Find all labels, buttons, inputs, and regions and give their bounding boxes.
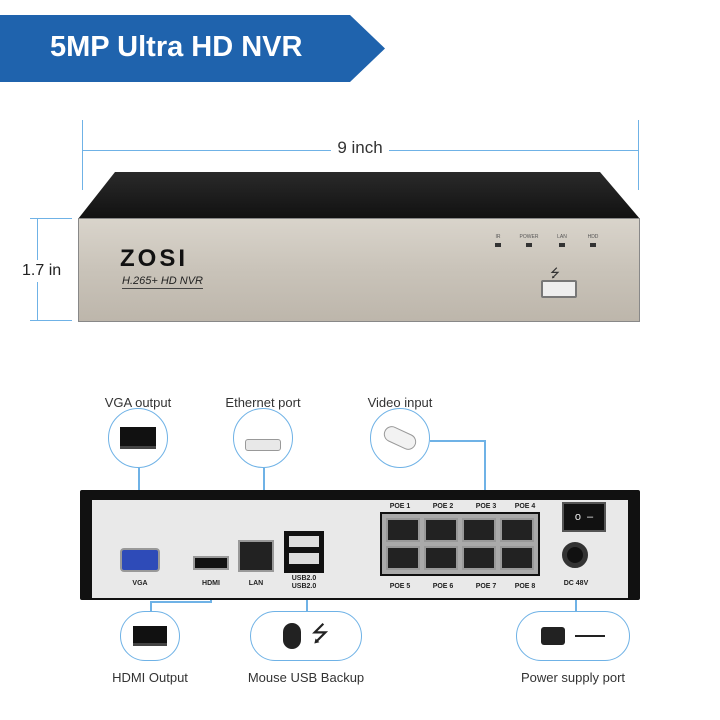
nvr-top-cover: [78, 172, 640, 219]
title-banner: 5MP Ultra HD NVR: [0, 15, 385, 82]
hdmi-label: HDMI: [202, 580, 220, 587]
dimension-tick: [30, 320, 72, 321]
dimension-tick: [30, 218, 72, 219]
lan-label: LAN: [248, 580, 264, 587]
led-power: POWER: [516, 234, 542, 247]
banner-title: 5MP Ultra HD NVR: [50, 31, 303, 63]
power-supply-port-label: Power supply port: [520, 670, 626, 685]
router-icon: [233, 408, 293, 468]
poe-label: POE 2: [432, 503, 454, 510]
vga-label: VGA: [132, 580, 148, 587]
connector-line: [484, 440, 486, 520]
back-panel-plate: [92, 500, 628, 598]
poe-label: POE 5: [389, 583, 411, 590]
model-label: H.265+ HD NVR: [122, 275, 204, 289]
power-adapter-icon: [516, 611, 630, 661]
dc-power-jack: [562, 542, 588, 568]
poe-label: POE 6: [432, 583, 454, 590]
vga-output-label: VGA output: [104, 395, 172, 410]
poe-label: POE 8: [514, 583, 536, 590]
brand-logo: ZOSI: [120, 245, 189, 272]
power-switch: o –: [562, 502, 606, 532]
dimension-tick: [638, 120, 639, 190]
usb-label: USB2.0: [291, 575, 317, 582]
dc-label: DC 48V: [563, 580, 589, 587]
monitor-icon: [108, 408, 168, 468]
video-input-label: Video input: [367, 395, 433, 410]
led-lan: LAN: [549, 234, 575, 247]
vga-port: [120, 548, 160, 572]
width-label: 9 inch: [331, 138, 389, 157]
poe-label: POE 4: [514, 503, 536, 510]
led-ir: IR: [485, 234, 511, 247]
connector-line: [430, 440, 485, 442]
dimension-tick: [82, 120, 83, 190]
mouse-usb-backup-label: Mouse USB Backup: [247, 670, 365, 685]
poe-label: POE 7: [475, 583, 497, 590]
front-usb-port: [541, 280, 577, 298]
connector-line: [306, 595, 308, 611]
poe-label: POE 3: [475, 503, 497, 510]
led-hdd: HDD: [580, 234, 606, 247]
hdmi-port: [193, 556, 229, 570]
lan-port: [238, 540, 274, 572]
usb-label: USB2.0: [291, 583, 317, 590]
nvr-front-panel: [78, 218, 640, 322]
hdmi-output-label: HDMI Output: [112, 670, 188, 685]
poe-switch-block: [380, 512, 540, 576]
mouse-usb-icon: ⭍: [250, 611, 362, 661]
camera-icon: [370, 408, 430, 468]
monitor-icon: [120, 611, 180, 661]
usb-ports: [284, 531, 324, 573]
usb-icon: ⭍: [550, 266, 560, 280]
connector-line: [150, 601, 212, 603]
ethernet-port-label: Ethernet port: [225, 395, 301, 410]
height-label: 1.7 in: [22, 260, 62, 282]
connector-line: [150, 601, 152, 611]
poe-label: POE 1: [389, 503, 411, 510]
